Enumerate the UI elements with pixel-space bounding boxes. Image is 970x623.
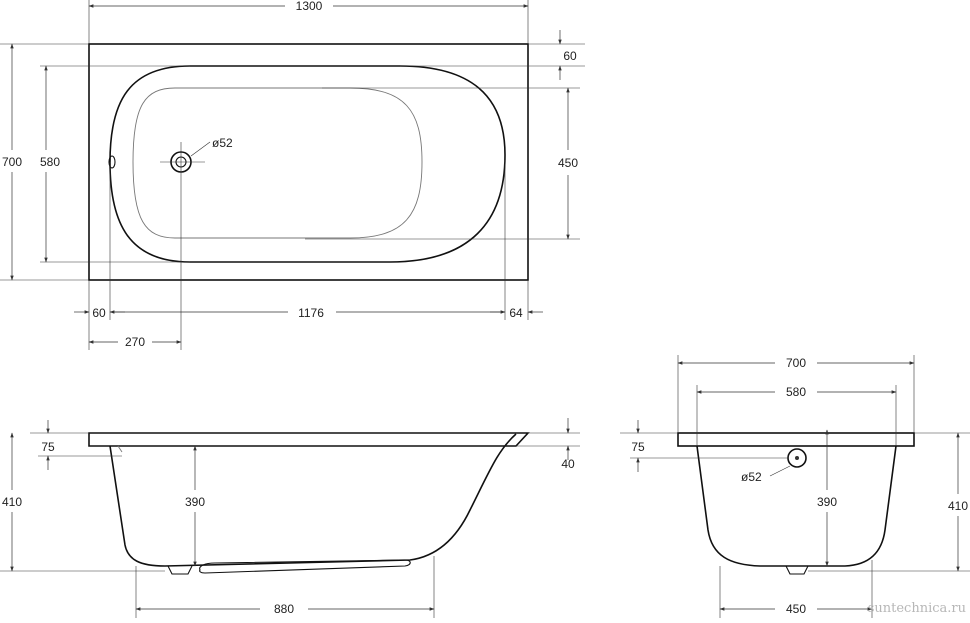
end-drain-diameter-label: ø52	[741, 470, 762, 484]
side-rim-depth-label: 75	[41, 440, 55, 454]
end-overall-height-label: 410	[948, 499, 968, 513]
side-view: 75 410 390 40 880	[0, 418, 580, 618]
top-overall-width-label: 700	[2, 155, 22, 169]
top-drain-diameter-label: ø52	[212, 136, 233, 150]
top-bottom-width-label: 450	[558, 156, 578, 170]
end-drain-foot	[785, 565, 809, 575]
side-bottom-plinth	[199, 559, 411, 574]
overflow-hole	[108, 155, 116, 169]
top-inner-length-label: 1176	[298, 306, 324, 320]
side-bottom-length-label: 880	[274, 602, 294, 616]
end-view: ø52 700 580 75 390 410 450	[620, 355, 970, 618]
top-inner-width-label: 580	[40, 155, 60, 169]
side-rim-thickness-label: 40	[561, 457, 575, 471]
drain-leader	[190, 141, 211, 157]
end-inner-depth-label: 390	[817, 495, 837, 509]
side-inner-wall	[117, 445, 123, 453]
side-inner-depth-label: 390	[185, 495, 205, 509]
end-drain-center	[795, 456, 799, 460]
side-rim	[88, 432, 530, 447]
end-drain-leader	[769, 465, 791, 477]
top-drain-offset-label: 270	[125, 335, 145, 349]
side-overall-height-label: 410	[2, 495, 22, 509]
end-body	[696, 445, 897, 567]
top-view: ø52 1300 700 580 60 450	[0, 0, 585, 350]
end-overall-width-label: 700	[786, 356, 806, 370]
top-rim-top-label: 60	[563, 49, 577, 63]
top-floor-outline	[132, 87, 423, 239]
top-outer-rim	[88, 43, 529, 281]
top-basin-outline	[109, 65, 506, 263]
top-rim-left-label: 60	[92, 306, 106, 320]
end-rim-depth-label: 75	[631, 440, 645, 454]
top-overall-length-label: 1300	[296, 0, 323, 13]
watermark-text: suntechnica.ru	[868, 601, 966, 616]
end-rim	[677, 432, 915, 447]
side-body	[109, 433, 517, 567]
end-bottom-width-label: 450	[786, 602, 806, 616]
top-rim-right-label: 64	[509, 306, 523, 320]
side-drain-foot	[167, 565, 193, 575]
end-inner-width-label: 580	[786, 385, 806, 399]
